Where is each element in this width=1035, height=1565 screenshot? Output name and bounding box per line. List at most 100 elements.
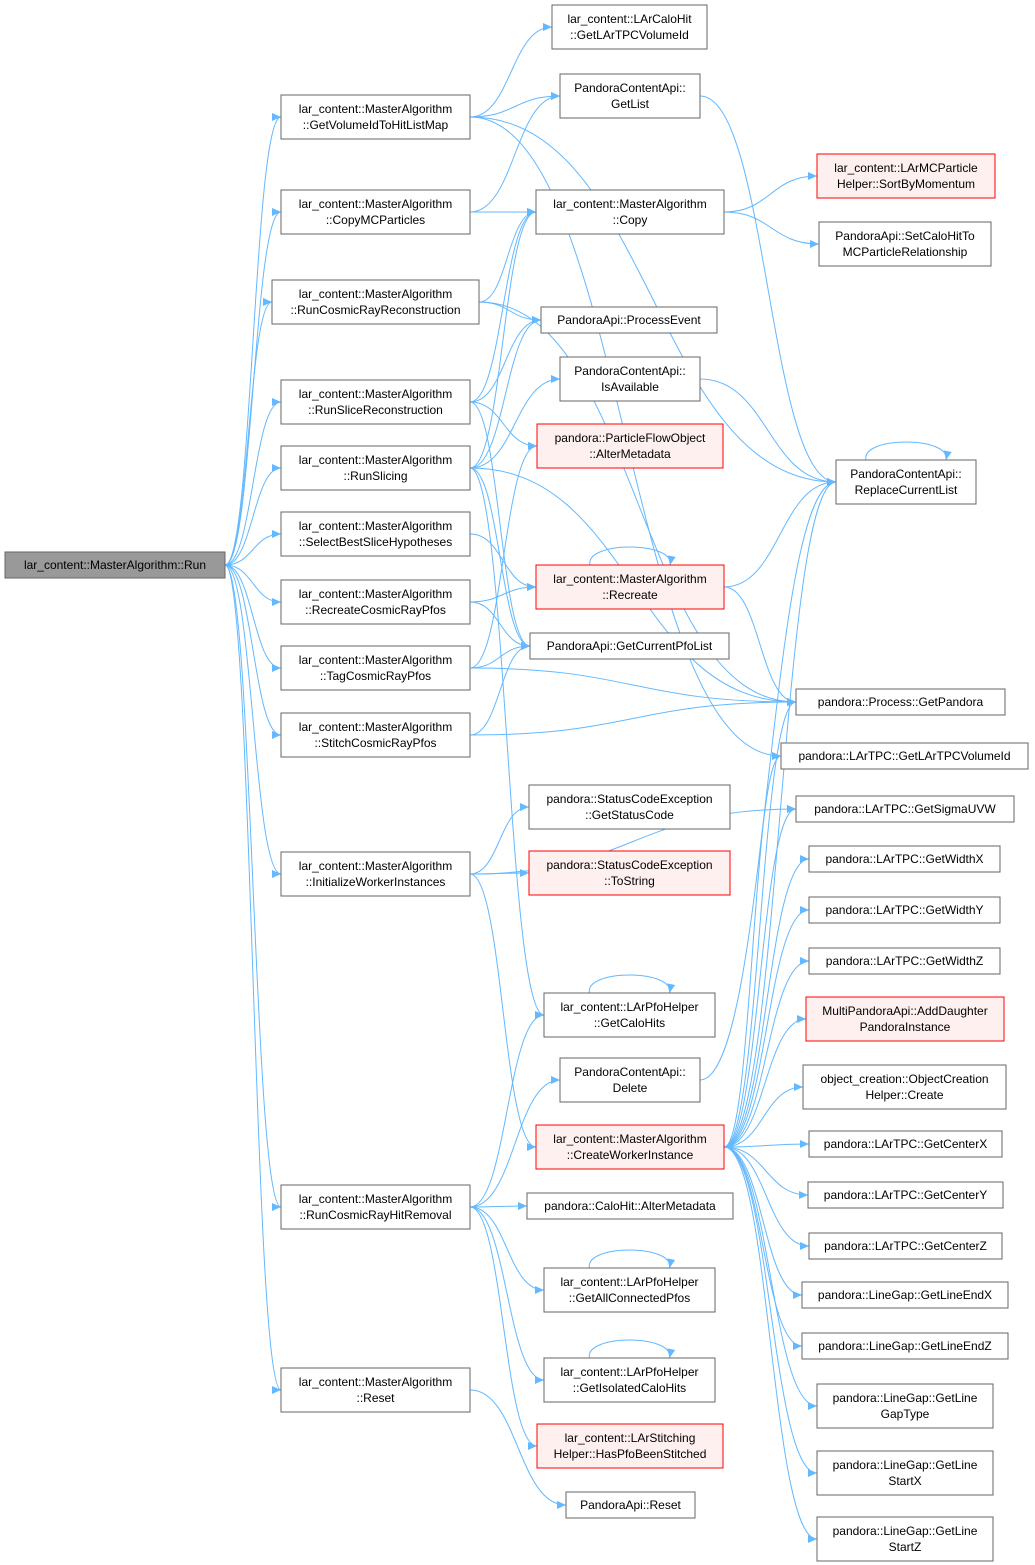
node-tpc_widthx[interactable]: pandora::LArTPC::GetWidthX (808, 845, 1001, 873)
node-getallconnected[interactable]: lar_content::LArPfoHelper::GetAllConnect… (543, 1267, 716, 1313)
node-tpc_widthz[interactable]: pandora::LArTPC::GetWidthZ (808, 947, 1001, 975)
node-box-runhitremoval (280, 1184, 471, 1230)
node-getcurrentpfo[interactable]: PandoraApi::GetCurrentPfoList (529, 632, 730, 660)
node-label-copymc-0: lar_content::MasterAlgorithm (299, 197, 452, 211)
node-createworker[interactable]: lar_content::MasterAlgorithm::CreateWork… (535, 1124, 725, 1170)
arrowhead-createworker-to-lg_startz (808, 1535, 817, 1543)
node-processevent[interactable]: PandoraApi::ProcessEvent (540, 306, 718, 334)
node-selectbest[interactable]: lar_content::MasterAlgorithm::SelectBest… (280, 511, 471, 557)
node-label-runcosmic-1: ::RunCosmicRayReconstruction (290, 303, 460, 317)
node-tagcosmic[interactable]: lar_content::MasterAlgorithm::TagCosmicR… (280, 645, 471, 691)
node-getcalohits[interactable]: lar_content::LArPfoHelper::GetCaloHits (543, 992, 716, 1038)
edge-run-to-getvolume (224, 116, 282, 566)
node-label-getstatuscode-1: ::GetStatusCode (585, 808, 674, 822)
arrowhead-createworker-to-tpc_getvolid (772, 752, 781, 760)
node-box-processevent (540, 306, 718, 334)
node-haspfostitched[interactable]: lar_content::LArStitchingHelper::HasPfoB… (536, 1423, 724, 1469)
node-label-objcreate-1: Helper::Create (865, 1088, 943, 1102)
arrowhead-createworker-to-objcreate (794, 1083, 803, 1091)
node-delete[interactable]: PandoraContentApi::Delete (559, 1057, 701, 1103)
node-tpc_centerz[interactable]: pandora::LArTPC::GetCenterZ (808, 1232, 1003, 1260)
node-label-getlist-0: PandoraContentApi:: (574, 81, 685, 95)
edge-createworker-to-replacecurrent (723, 481, 837, 1148)
node-label-tpc_widthy-0: pandora::LArTPC::GetWidthY (825, 903, 983, 917)
node-pandorareset[interactable]: PandoraApi::Reset (565, 1491, 696, 1519)
node-objcreate[interactable]: object_creation::ObjectCreationHelper::C… (802, 1064, 1007, 1110)
arrowhead-run-to-reset (272, 1386, 281, 1394)
node-isavailable[interactable]: PandoraContentApi::IsAvailable (559, 356, 701, 402)
node-tpc_centerx[interactable]: pandora::LArTPC::GetCenterX (808, 1130, 1003, 1158)
arrowhead-runslicing-to-processevent (532, 316, 541, 324)
edge-createworker-to-objcreate (723, 1086, 804, 1148)
node-label-tpc_widthx-0: pandora::LArTPC::GetWidthX (825, 852, 983, 866)
node-stitchcosmic[interactable]: lar_content::MasterAlgorithm::StitchCosm… (280, 712, 471, 758)
node-label-delete-0: PandoraContentApi:: (574, 1065, 685, 1079)
node-label-recreate-0: lar_content::MasterAlgorithm (553, 572, 706, 586)
node-getvolume[interactable]: lar_content::MasterAlgorithm::GetVolumeI… (280, 94, 471, 140)
node-runslicereco[interactable]: lar_content::MasterAlgorithm::RunSliceRe… (280, 379, 471, 425)
node-adddaughter[interactable]: MultiPandoraApi::AddDaughterPandoraInsta… (805, 996, 1005, 1042)
node-getpandora[interactable]: pandora::Process::GetPandora (795, 688, 1006, 716)
arrowhead-recreate-to-recreate (667, 555, 676, 565)
node-lg_endz[interactable]: pandora::LineGap::GetLineEndZ (801, 1332, 1009, 1360)
edge-runhitremoval-to-haspfostitched (469, 1206, 538, 1447)
edge-createworker-to-tpc_widthz (723, 960, 810, 1148)
node-box-tpc_centerx (808, 1130, 1003, 1158)
node-getisolated[interactable]: lar_content::LArPfoHelper::GetIsolatedCa… (543, 1357, 716, 1403)
node-label-pandorareset-0: PandoraApi::Reset (580, 1498, 681, 1512)
node-label-runhitremoval-1: ::RunCosmicRayHitRemoval (299, 1208, 451, 1222)
node-tostring[interactable]: pandora::StatusCodeException::ToString (528, 850, 731, 896)
arrowhead-createworker-to-tpc_centery (799, 1191, 808, 1199)
node-getlartpcvol_hit[interactable]: lar_content::LArCaloHit::GetLArTPCVolume… (551, 4, 708, 50)
node-box-lg_gaptype (816, 1383, 994, 1429)
arrowhead-createworker-to-lg_gaptype (808, 1402, 817, 1410)
node-runslicing[interactable]: lar_content::MasterAlgorithm::RunSlicing (280, 445, 471, 491)
edge-getvolume-to-getlist (469, 95, 561, 118)
node-tpc_widthy[interactable]: pandora::LArTPC::GetWidthY (808, 896, 1001, 924)
edge-recreate-to-replacecurrent (723, 481, 837, 588)
node-tpc_sigma[interactable]: pandora::LArTPC::GetSigmaUVW (795, 795, 1015, 823)
arrowhead-runhitremoval-to-haspfostitched (528, 1442, 537, 1450)
node-box-objcreate (802, 1064, 1007, 1110)
node-reset[interactable]: lar_content::MasterAlgorithm::Reset (280, 1367, 471, 1413)
node-tpc_getvolid[interactable]: pandora::LArTPC::GetLArTPCVolumeId (780, 742, 1029, 770)
node-box-run (4, 551, 226, 579)
node-box-adddaughter (805, 996, 1005, 1042)
node-label-altermeta_pfo-0: pandora::ParticleFlowObject (555, 431, 706, 445)
node-copymc[interactable]: lar_content::MasterAlgorithm::CopyMCPart… (280, 189, 471, 235)
node-getstatuscode[interactable]: pandora::StatusCodeException::GetStatusC… (528, 784, 731, 830)
node-label-copy-0: lar_content::MasterAlgorithm (553, 197, 706, 211)
arrowhead-createworker-to-lg_endz (793, 1342, 802, 1350)
node-initworker[interactable]: lar_content::MasterAlgorithm::Initialize… (280, 851, 471, 897)
node-sortbymomentum[interactable]: lar_content::LArMCParticleHelper::SortBy… (816, 153, 996, 199)
node-label-stitchcosmic-1: ::StitchCosmicRayPfos (314, 736, 436, 750)
node-setcalohitto[interactable]: PandoraApi::SetCaloHitToMCParticleRelati… (818, 221, 992, 267)
node-run[interactable]: lar_content::MasterAlgorithm::Run (4, 551, 226, 579)
node-altermeta_calo[interactable]: pandora::CaloHit::AlterMetadata (526, 1192, 734, 1220)
node-tpc_centery[interactable]: pandora::LArTPC::GetCenterY (807, 1181, 1004, 1209)
node-label-setcalohitto-0: PandoraApi::SetCaloHitTo (835, 229, 975, 243)
node-box-lg_endx (801, 1281, 1009, 1309)
node-label-initworker-1: ::InitializeWorkerInstances (306, 875, 446, 889)
node-getlist[interactable]: PandoraContentApi::GetList (559, 73, 701, 119)
node-replacecurrent[interactable]: PandoraContentApi::ReplaceCurrentList (835, 459, 977, 505)
node-label-getallconnected-0: lar_content::LArPfoHelper (560, 1275, 698, 1289)
edge-copy-to-setcalohitto (723, 211, 820, 245)
node-copy[interactable]: lar_content::MasterAlgorithm::Copy (535, 189, 725, 235)
edge-getcalohits-to-getcalohits (588, 974, 671, 994)
edge-createworker-to-tpc_centerx (723, 1143, 810, 1148)
node-runhitremoval[interactable]: lar_content::MasterAlgorithm::RunCosmicR… (280, 1184, 471, 1230)
node-box-tpc_widthx (808, 845, 1001, 873)
node-lg_endx[interactable]: pandora::LineGap::GetLineEndX (801, 1281, 1009, 1309)
arrowhead-run-to-recreatecosmic (272, 598, 281, 606)
node-runcosmic[interactable]: lar_content::MasterAlgorithm::RunCosmicR… (271, 279, 480, 325)
node-box-altermeta_calo (526, 1192, 734, 1220)
node-recreatecosmic[interactable]: lar_content::MasterAlgorithm::RecreateCo… (280, 579, 471, 625)
arrowhead-run-to-runslicing (272, 464, 281, 472)
node-box-lg_startx (816, 1450, 994, 1496)
node-altermeta_pfo[interactable]: pandora::ParticleFlowObject::AlterMetada… (536, 423, 724, 469)
node-recreate[interactable]: lar_content::MasterAlgorithm::Recreate (535, 564, 725, 610)
